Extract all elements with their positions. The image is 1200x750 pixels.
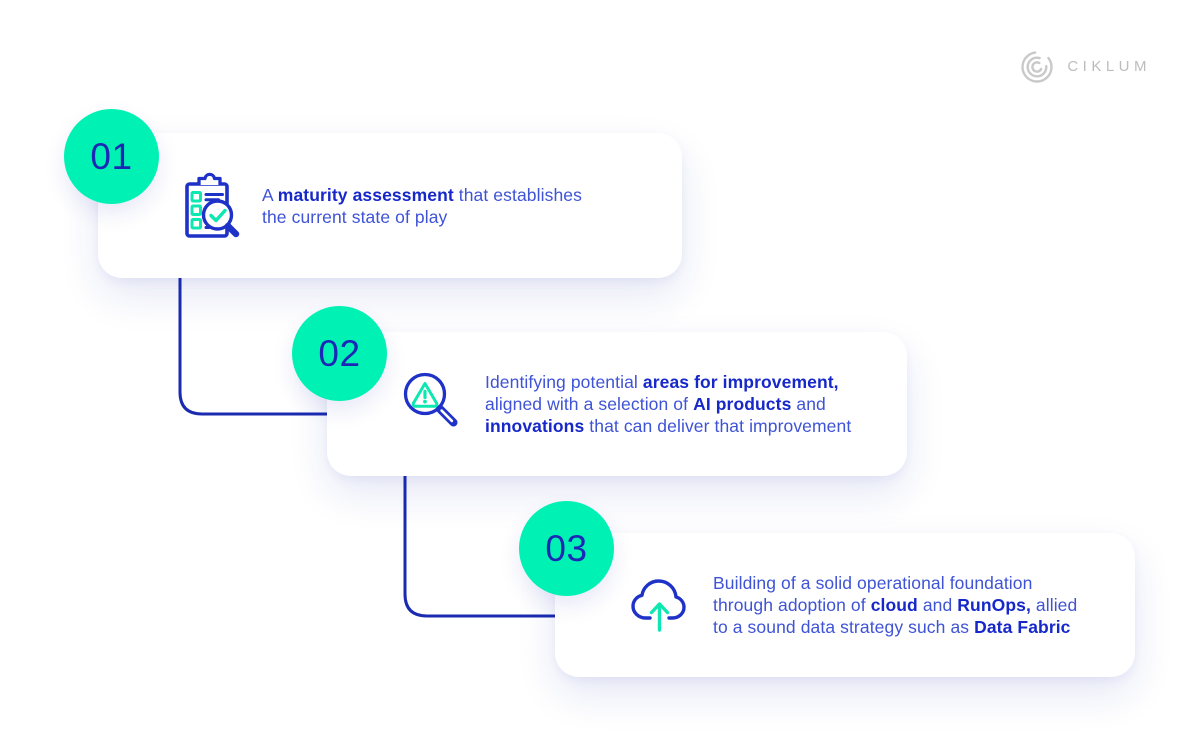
cloud-upload-icon	[625, 568, 699, 642]
step-2-text: Identifying potential areas for improvem…	[485, 372, 852, 436]
step-1-number-badge: 01	[64, 109, 159, 204]
ciklum-logo-text: CIKLUM	[1067, 57, 1151, 75]
step-2-number-badge: 02	[292, 306, 387, 401]
connector-line-1	[178, 278, 380, 416]
connector-line-2	[403, 476, 610, 618]
step-card-3: Building of a solid operational foundati…	[555, 533, 1135, 677]
step-card-2: Identifying potential areas for improvem…	[327, 332, 907, 476]
step-1-number: 01	[90, 135, 133, 177]
step-3-number-badge: 03	[519, 501, 614, 596]
step-card-1: A maturity assessment that establishes t…	[98, 133, 682, 278]
ciklum-logo: CIKLUM	[1020, 48, 1151, 84]
step-3-number: 03	[545, 527, 588, 569]
step-1-text: A maturity assessment that establishes t…	[262, 184, 582, 227]
step-3-text: Building of a solid operational foundati…	[713, 573, 1078, 637]
ciklum-logo-mark-icon	[1021, 51, 1054, 83]
magnifier-alert-icon	[397, 367, 471, 441]
clipboard-checklist-magnifier-icon	[174, 169, 248, 243]
step-2-number: 02	[318, 332, 361, 374]
